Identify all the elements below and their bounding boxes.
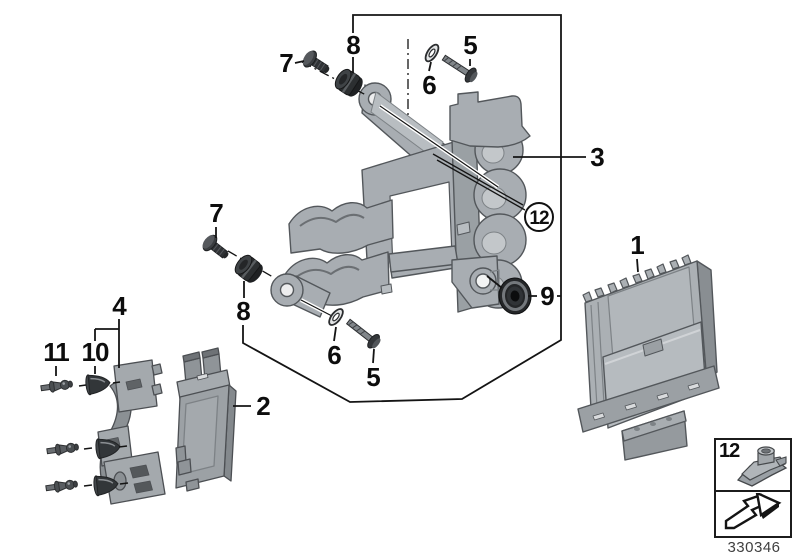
part-6-washer-bottom — [328, 308, 344, 326]
legend-cell-direction[interactable] — [716, 492, 790, 536]
part-5-screw-top — [441, 54, 478, 83]
part-8-grommet-top — [334, 68, 363, 97]
leader-lines — [55, 14, 639, 407]
part-6-washer-top — [424, 43, 440, 63]
callout-12-circled[interactable]: 12 — [524, 202, 554, 232]
callout-11[interactable]: 11 — [43, 337, 69, 367]
legend-part-12-label: 12 — [719, 440, 740, 462]
part-7-plug-top — [302, 50, 330, 74]
callout-5-top[interactable]: 5 — [463, 30, 478, 60]
part-5-screw-bottom — [345, 318, 381, 349]
callout-6-bottom[interactable]: 6 — [327, 340, 342, 370]
callout-8-bottom[interactable]: 8 — [236, 296, 251, 326]
callout-4[interactable]: 4 — [112, 291, 127, 321]
callout-8-top[interactable]: 8 — [346, 30, 361, 60]
legend-cell-part-12[interactable]: 12 — [716, 440, 790, 492]
assembly-dashes — [78, 381, 129, 487]
part-10-grommet-row3 — [93, 475, 119, 497]
legend-box: 12 — [714, 438, 792, 538]
callout-3[interactable]: 3 — [590, 142, 605, 172]
part-11-rivet-row3 — [45, 479, 78, 493]
part-8-grommet-bottom — [234, 254, 263, 283]
callout-6-top[interactable]: 6 — [422, 70, 437, 100]
callout-7-bottom[interactable]: 7 — [209, 198, 224, 228]
part-2-control-unit — [175, 347, 237, 492]
part-7-plug-bottom — [202, 234, 229, 259]
part-10-grommet-row2 — [95, 438, 121, 460]
diagram-code: 330346 — [727, 539, 781, 556]
callout-10[interactable]: 10 — [81, 337, 110, 367]
part-1-control-unit — [577, 254, 720, 461]
part-10-grommet-row1 — [85, 374, 111, 396]
clip-nut-icon — [736, 446, 788, 487]
part-9-grommet — [498, 277, 532, 315]
part-11-rivet-row1 — [40, 379, 73, 393]
part-3-holder-bracket — [270, 82, 531, 318]
callout-7-top[interactable]: 7 — [279, 48, 294, 78]
callout-5-bottom[interactable]: 5 — [366, 362, 381, 392]
part-11-rivet-row2 — [46, 442, 79, 456]
callout-2[interactable]: 2 — [256, 391, 271, 421]
callout-1[interactable]: 1 — [630, 230, 645, 260]
callout-9[interactable]: 9 — [540, 281, 555, 311]
direction-arrow-icon — [724, 493, 782, 530]
